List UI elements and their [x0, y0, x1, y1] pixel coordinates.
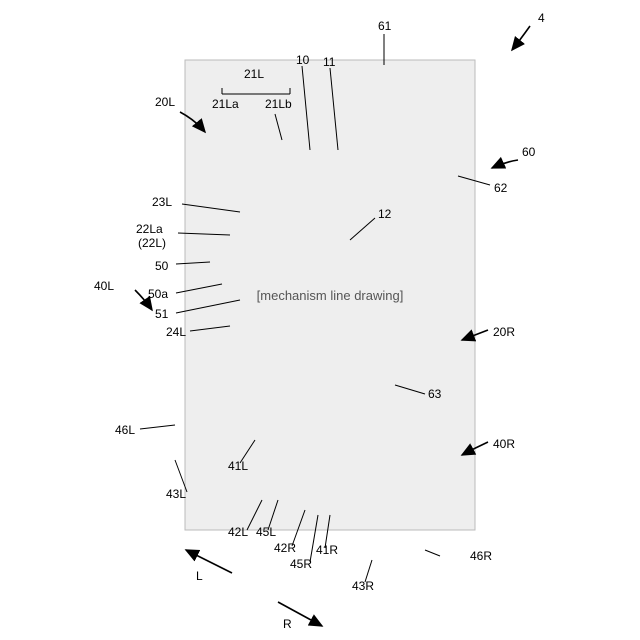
- arrow-left: [186, 550, 232, 573]
- label-dir-R: R: [283, 617, 292, 631]
- label-51: 51: [155, 307, 169, 321]
- label-12: 12: [378, 207, 392, 221]
- label-41R: 41R: [316, 543, 338, 557]
- label-dir-L: L: [196, 569, 203, 583]
- label-62: 62: [494, 181, 508, 195]
- label-43L: 43L: [166, 487, 186, 501]
- label-24L: 24L: [166, 325, 186, 339]
- label-10: 10: [296, 53, 310, 67]
- label-46R: 46R: [470, 549, 492, 563]
- label-42L: 42L: [228, 525, 248, 539]
- label-40R: 40R: [493, 437, 515, 451]
- label-60: 60: [522, 145, 536, 159]
- label-61: 61: [378, 19, 392, 33]
- label-43R: 43R: [352, 579, 374, 593]
- label-46L: 46L: [115, 423, 135, 437]
- label-50a: 50a: [148, 287, 168, 301]
- label-45R: 45R: [290, 557, 312, 571]
- label-20R: 20R: [493, 325, 515, 339]
- label-42R: 42R: [274, 541, 296, 555]
- label-21L: 21L: [244, 67, 264, 81]
- label-41L: 41L: [228, 459, 248, 473]
- label-11: 11: [323, 55, 336, 69]
- label-50: 50: [155, 259, 169, 273]
- label-20L: 20L: [155, 95, 175, 109]
- label-22L-paren: (22L): [138, 236, 166, 250]
- label-45L: 45L: [256, 525, 276, 539]
- label-40L: 40L: [94, 279, 114, 293]
- label-22La: 22La: [136, 222, 163, 236]
- label-23L: 23L: [152, 195, 172, 209]
- label-4: 4: [538, 11, 545, 25]
- label-63: 63: [428, 387, 442, 401]
- placeholder-caption: [mechanism line drawing]: [257, 288, 404, 303]
- label-21La: 21La: [212, 97, 239, 111]
- label-21Lb: 21Lb: [265, 97, 292, 111]
